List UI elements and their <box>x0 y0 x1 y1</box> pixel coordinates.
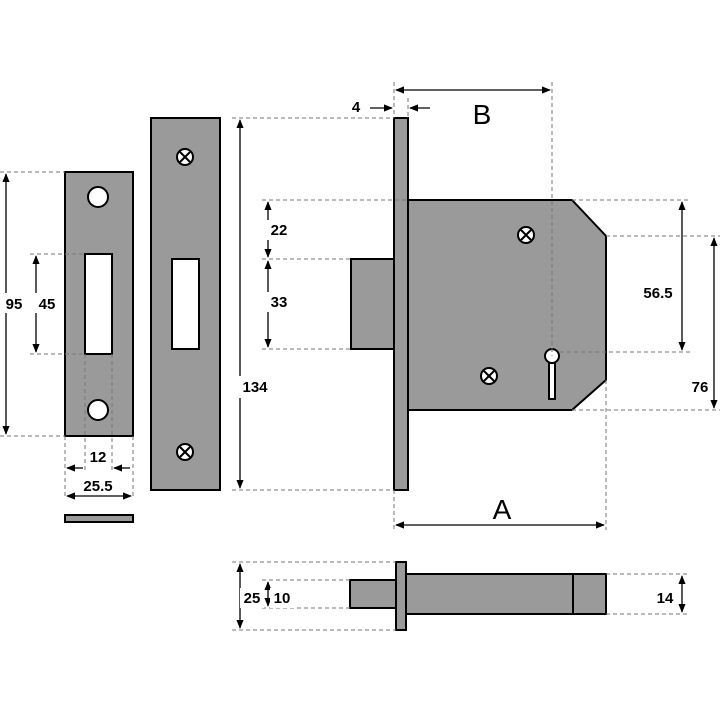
extension-lines <box>0 82 720 631</box>
label-case-body-height: 76 <box>692 379 709 396</box>
label-strike-width: 25.5 <box>83 478 112 495</box>
lock-top-view <box>349 561 607 631</box>
label-faceplate-thickness: 4 <box>352 99 361 116</box>
screw-icon <box>480 367 498 385</box>
label-keyhole-to-top: 56.5 <box>643 285 672 302</box>
screw-icon <box>517 226 535 244</box>
label-bolt-height: 33 <box>271 294 288 311</box>
strike-screw-hole-top <box>87 186 109 208</box>
label-bolt-section-inner: 10 <box>274 590 291 607</box>
forend-plate <box>150 117 221 491</box>
lock-faceplate <box>393 117 409 491</box>
forend-bolt-slot <box>171 258 200 350</box>
top-view-case <box>404 573 607 615</box>
label-case-height: 134 <box>242 379 268 396</box>
top-view-bolt <box>349 579 399 609</box>
lock-bolt <box>350 258 397 350</box>
keyhole-icon <box>544 348 560 400</box>
screw-icon <box>176 443 194 461</box>
label-slot-width: 12 <box>90 449 107 466</box>
label-strike-slot-height: 45 <box>39 296 56 313</box>
strike-slot <box>84 253 113 355</box>
label-case-depth: A <box>493 494 512 525</box>
label-bolt-top-offset: 22 <box>271 222 288 239</box>
lock-case <box>407 199 607 411</box>
label-case-thickness: 14 <box>657 590 674 607</box>
label-backset: B <box>473 99 492 130</box>
dimension-lines <box>2 86 718 629</box>
strike-plate <box>64 171 134 437</box>
label-bolt-section-height: 25 <box>244 590 261 607</box>
screw-icon <box>176 148 194 166</box>
top-view-faceplate <box>395 561 407 631</box>
label-strike-height: 95 <box>6 296 23 313</box>
strike-plate-edge <box>64 514 134 523</box>
lock-body <box>350 117 607 491</box>
dimension-labels: 95 45 12 25.5 134 22 33 4 B 56.5 76 A 25… <box>2 99 708 608</box>
strike-screw-hole-bottom <box>87 399 109 421</box>
